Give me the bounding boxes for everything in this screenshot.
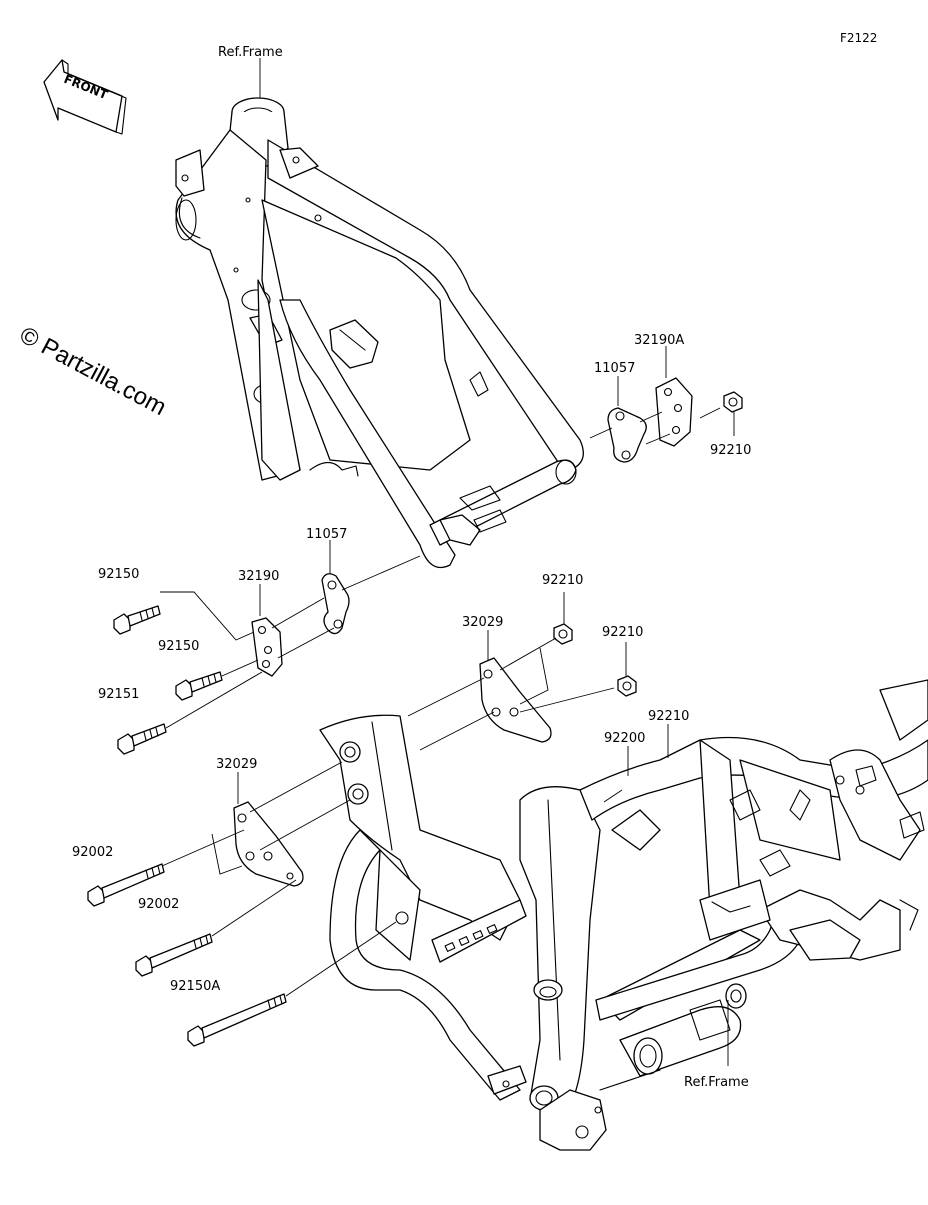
label-92210-right: 92210	[710, 443, 751, 458]
label-92150-b: 92150	[158, 639, 199, 654]
front-arrow-icon: FRONT	[43, 59, 127, 135]
label-92002-a: 92002	[72, 845, 113, 860]
lower-frame	[319, 679, 928, 1151]
label-92210-b: 92210	[602, 625, 643, 640]
label-92151: 92151	[98, 687, 139, 702]
label-ref-frame-bottom: Ref.Frame	[684, 1075, 749, 1090]
label-92002-b: 92002	[138, 897, 179, 912]
label-92210-a: 92210	[542, 573, 583, 588]
label-92200: 92200	[604, 731, 645, 746]
bolts	[87, 605, 287, 1047]
label-92150-a: 92150	[98, 567, 139, 582]
lower-bracket-set	[233, 573, 677, 887]
label-32029-lower: 32029	[216, 757, 257, 772]
label-32190A: 32190A	[634, 333, 684, 348]
label-92210-c: 92210	[648, 709, 689, 724]
label-ref-frame-top: Ref.Frame	[218, 45, 283, 60]
figure-code: F2122	[840, 31, 877, 45]
watermark: © Partzilla.com	[15, 321, 170, 421]
upper-bracket-set	[607, 377, 743, 463]
label-32029-upper: 32029	[462, 615, 503, 630]
part-labels: Ref.Frame 32190A 11057 92210 11057 32190…	[72, 45, 751, 1090]
label-11057-upper: 11057	[594, 361, 635, 376]
label-32190: 32190	[238, 569, 279, 584]
label-11057-lower: 11057	[306, 527, 347, 542]
upper-frame	[175, 97, 584, 569]
leader-lines	[160, 58, 735, 1066]
label-92150A: 92150A	[170, 979, 220, 994]
